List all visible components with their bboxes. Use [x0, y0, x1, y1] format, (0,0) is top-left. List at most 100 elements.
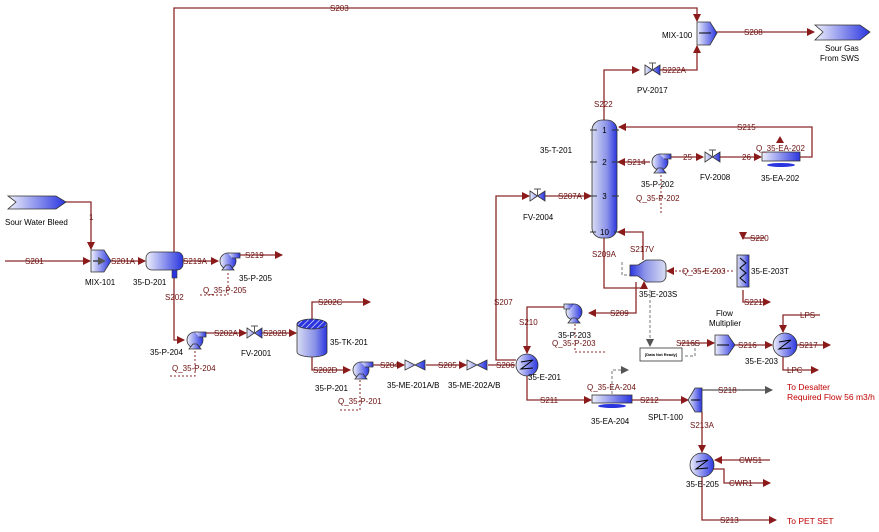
feed-sour-water-icon[interactable]: [6, 195, 67, 210]
energy-label: Q_35-E-203: [682, 267, 726, 276]
set-block-label: [Data Not Ready]: [645, 352, 678, 357]
equipment: 1 2 3 10 [Data Not Ready]: [6, 21, 871, 478]
note-pet-set: To PET SET: [787, 516, 834, 526]
equipment-label: Multiplier: [709, 319, 741, 328]
equipment-label: Flow: [716, 309, 733, 318]
stream-label: S202D: [313, 366, 338, 375]
stream-label: S220: [750, 234, 769, 243]
stream-lps-line[interactable]: [779, 314, 820, 333]
stream-s202d-line[interactable]: [311, 356, 351, 374]
stream-label: S205: [438, 361, 457, 370]
q-p204-line[interactable]: [170, 350, 196, 377]
stream-label: 26: [742, 153, 751, 162]
equipment-label: MIX-100: [662, 31, 693, 40]
air-cooler-ea204-icon[interactable]: [591, 394, 633, 408]
product-sour-gas-icon[interactable]: [813, 24, 871, 41]
q-p201-line[interactable]: [340, 380, 361, 411]
equipment-label: FV-2008: [700, 173, 731, 182]
product-label: From SWS: [820, 54, 859, 63]
splitter-splt100-icon[interactable]: [687, 387, 703, 413]
exchanger-e205-icon[interactable]: [689, 452, 715, 478]
stream-label: CWR1: [729, 479, 753, 488]
valve-fv2008-icon[interactable]: [704, 149, 721, 163]
stream-s210-line[interactable]: [523, 306, 566, 354]
valve-pv2017-icon[interactable]: [644, 62, 661, 76]
equipment-label: 35-E-203T: [751, 267, 789, 276]
stream-cwr1-line[interactable]: [712, 468, 771, 487]
stream-label: S213: [720, 516, 739, 525]
pump-icon[interactable]: [563, 303, 583, 324]
pump-icon[interactable]: [219, 252, 241, 271]
stream-s217v-line[interactable]: [617, 228, 644, 260]
stream-label: S217: [799, 341, 818, 350]
pump-icon[interactable]: [186, 331, 207, 350]
heater-e203t-icon[interactable]: [736, 254, 750, 288]
mixer-mix101-icon[interactable]: [90, 249, 112, 273]
energy-label: Q_35-EA-204: [587, 383, 636, 392]
energy-label: Q_35-P-204: [172, 364, 216, 373]
energy-label: Q_35-P-203: [552, 339, 596, 348]
stream-s207-line[interactable]: [495, 192, 530, 361]
vessel-d201-icon[interactable]: [145, 251, 184, 279]
stream-s209-line[interactable]: [588, 282, 637, 317]
valve-fv2004-icon[interactable]: [529, 188, 546, 202]
pump-icon[interactable]: [651, 153, 672, 174]
tray-label: 3: [602, 192, 607, 201]
stream-label: S215: [737, 123, 756, 132]
stream-label: LPC: [787, 366, 803, 375]
equipment-label: 35-TK-201: [330, 338, 368, 347]
energy-label: Q_35-EA-202: [756, 144, 805, 153]
mixing-element-me201-icon[interactable]: [404, 359, 426, 371]
stream-1-line[interactable]: [65, 201, 95, 250]
energy-label: Q_35-P-202: [636, 194, 680, 203]
air-cooler-ea202-icon[interactable]: [761, 151, 801, 167]
exchanger-e201-icon[interactable]: [515, 353, 539, 377]
exchanger-e203-icon[interactable]: [772, 332, 798, 358]
stream-s215-line[interactable]: [618, 123, 813, 158]
reboiler-e203s-icon[interactable]: [629, 259, 667, 283]
stream-label: S216: [738, 341, 757, 350]
stream-s221-line[interactable]: [742, 290, 771, 306]
stream-s222a-line[interactable]: [660, 45, 701, 71]
stream-s211-line[interactable]: [526, 376, 592, 404]
stream-s209a-line[interactable]: [603, 238, 648, 289]
note-required-flow: Required Flow 56 m3/h: [787, 392, 875, 402]
q-ea204-line[interactable]: [611, 366, 629, 394]
stream-label: S221: [744, 298, 763, 307]
stream-label: S217V: [630, 245, 655, 254]
stream-label: LPS: [800, 311, 815, 320]
stream-s202c-line[interactable]: [311, 298, 371, 322]
stream-label: S222: [594, 100, 613, 109]
equipment-label: FV-2001: [241, 349, 272, 358]
set-block[interactable]: [Data Not Ready]: [639, 347, 683, 362]
mixing-element-me202-icon[interactable]: [466, 359, 488, 371]
flow-multiplier-icon[interactable]: [714, 334, 736, 356]
q-p203-line[interactable]: [574, 324, 605, 353]
tank-tk201-icon[interactable]: [296, 318, 328, 358]
stream-lpc-line[interactable]: [782, 357, 819, 374]
valve-fv2001-icon[interactable]: [246, 325, 263, 339]
stream-s203-line[interactable]: [173, 7, 701, 252]
column-t201-icon[interactable]: 1 2 3 10: [590, 119, 619, 239]
stream-s213-line[interactable]: [701, 477, 777, 524]
equipment-label: 35-P-201: [315, 384, 348, 393]
equipment-label: 35-ME-201A/B: [387, 381, 439, 390]
energy-arrow-icon: [776, 136, 784, 143]
equipment-label: FV-2004: [523, 213, 554, 222]
labels: Sour Water Bleed 1 S201 S201A S203 S219A…: [5, 4, 875, 526]
stream-label: S213A: [690, 421, 715, 430]
equipment-label: SPLT-100: [648, 413, 684, 422]
energy-label: Q_35-P-205: [203, 286, 247, 295]
stream-s222-line[interactable]: [603, 66, 640, 120]
signal-line-2: [621, 262, 696, 357]
equipment-label: MIX-101: [85, 278, 116, 287]
stream-s202-line[interactable]: [173, 278, 185, 344]
stream-s220-line[interactable]: [739, 232, 765, 240]
stream-label: S204: [380, 361, 399, 370]
mixer-mix100-icon[interactable]: [696, 21, 718, 46]
pump-icon[interactable]: [352, 361, 374, 380]
stream-label: 25: [683, 153, 692, 162]
tray-label: 10: [600, 228, 609, 237]
q-p205-line[interactable]: [200, 272, 229, 296]
